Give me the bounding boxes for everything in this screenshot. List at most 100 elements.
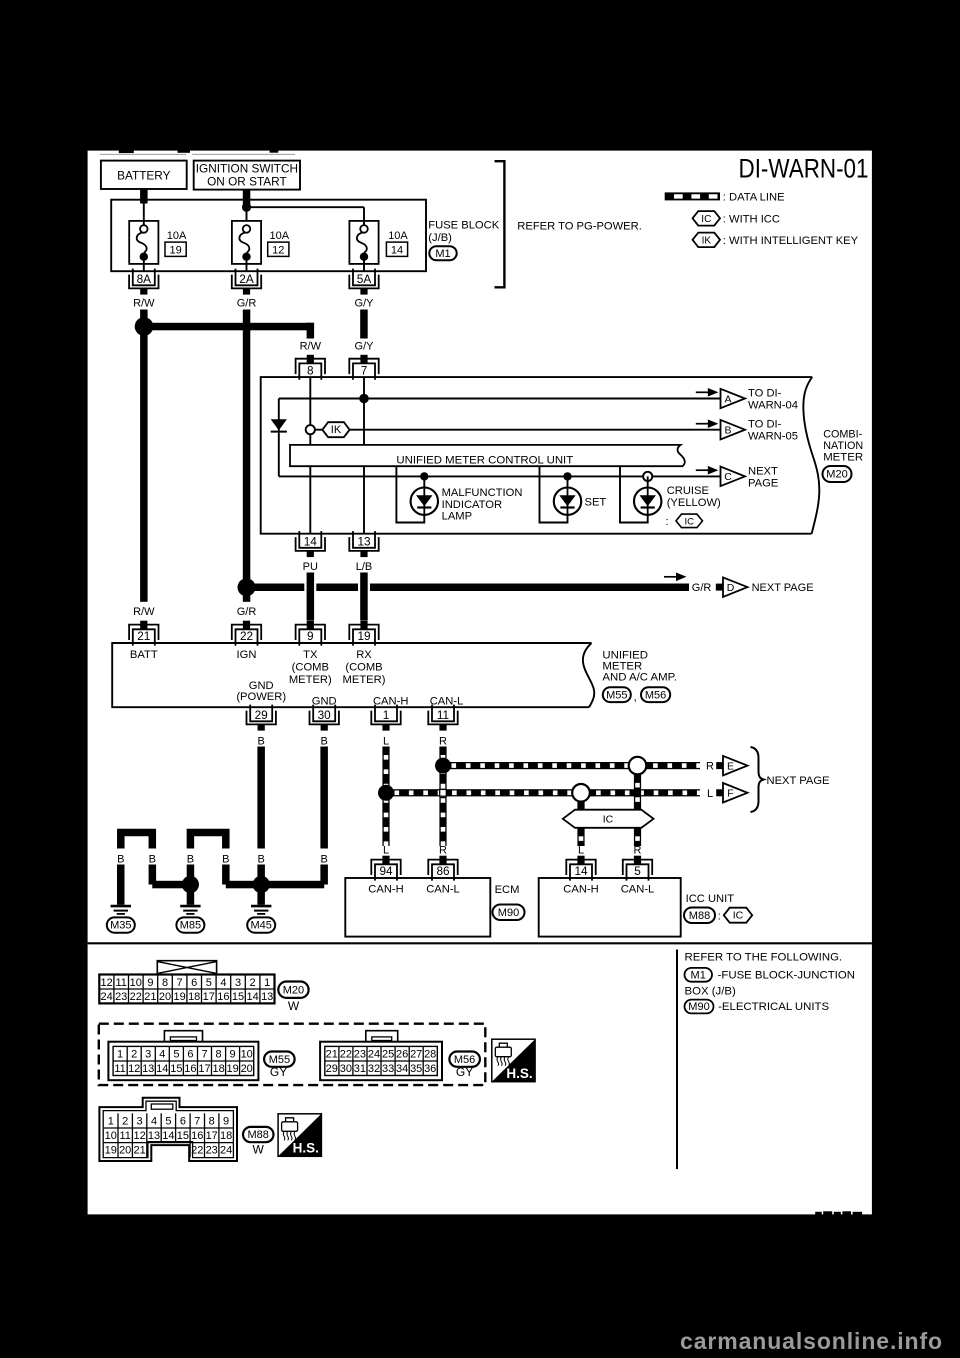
svg-text:COMBI-: COMBI-: [823, 429, 862, 441]
svg-text:14: 14: [162, 1130, 174, 1142]
svg-text::: :: [718, 911, 721, 923]
svg-text:21: 21: [137, 629, 150, 643]
svg-text:30: 30: [340, 1063, 352, 1075]
svg-text:6: 6: [187, 1048, 193, 1060]
svg-text:UNIFIED: UNIFIED: [602, 650, 648, 662]
svg-text:2: 2: [131, 1048, 137, 1060]
svg-text:M56: M56: [454, 1054, 475, 1066]
svg-text:IK: IK: [331, 424, 342, 436]
svg-text:M20: M20: [283, 984, 304, 996]
svg-text:DI-WARN-01: DI-WARN-01: [739, 154, 869, 184]
svg-text:7: 7: [201, 1048, 207, 1060]
svg-text:10A: 10A: [388, 230, 408, 242]
svg-text:TO DI-: TO DI-: [748, 419, 782, 431]
svg-text:29: 29: [255, 708, 268, 722]
svg-text:94: 94: [379, 864, 393, 878]
svg-text:7: 7: [194, 1115, 200, 1127]
svg-text:D: D: [727, 582, 735, 594]
svg-text:5: 5: [206, 977, 212, 989]
svg-text:METER: METER: [823, 452, 863, 464]
svg-text:(J/B): (J/B): [428, 232, 452, 244]
svg-text:M85: M85: [180, 920, 201, 932]
svg-text:UNIFIED METER CONTROL UNIT: UNIFIED METER CONTROL UNIT: [396, 454, 573, 466]
svg-text:20: 20: [159, 991, 171, 1003]
svg-text:BATT: BATT: [130, 649, 158, 661]
svg-text:NATION: NATION: [823, 440, 863, 452]
svg-text:NEXT PAGE: NEXT PAGE: [767, 775, 830, 787]
svg-text:7: 7: [361, 363, 368, 377]
svg-text:14: 14: [574, 864, 588, 878]
svg-text:ON OR START: ON OR START: [207, 175, 287, 189]
svg-text:,: ,: [634, 692, 637, 704]
svg-text:LAMP: LAMP: [442, 510, 472, 522]
svg-text:M90: M90: [688, 1001, 709, 1013]
svg-text:29: 29: [326, 1063, 338, 1075]
svg-text:19: 19: [169, 245, 181, 257]
svg-text:19: 19: [226, 1063, 238, 1075]
svg-text:9: 9: [223, 1115, 229, 1127]
svg-text:M35: M35: [110, 920, 131, 932]
svg-text:B: B: [258, 854, 265, 866]
svg-text:30: 30: [318, 708, 332, 722]
svg-text:14: 14: [246, 991, 258, 1003]
svg-text:32: 32: [368, 1063, 380, 1075]
svg-text:A: A: [724, 393, 731, 405]
svg-text:: DATA LINE: : DATA LINE: [723, 191, 785, 203]
svg-text:IC: IC: [603, 814, 614, 826]
svg-text:INDICATOR: INDICATOR: [442, 499, 503, 511]
svg-text:IC: IC: [684, 516, 694, 527]
svg-text:22: 22: [191, 1145, 203, 1157]
svg-text:2: 2: [122, 1115, 128, 1127]
svg-text:IGN: IGN: [237, 649, 257, 661]
svg-text:14: 14: [156, 1063, 168, 1075]
svg-text:CAN-L: CAN-L: [621, 883, 655, 895]
svg-text:19: 19: [173, 991, 185, 1003]
svg-text:PU: PU: [303, 561, 318, 573]
svg-text:IGNITION SWITCH: IGNITION SWITCH: [196, 162, 298, 176]
svg-text:11: 11: [119, 1130, 130, 1142]
svg-text:10: 10: [105, 1130, 117, 1142]
svg-text:IK: IK: [702, 235, 712, 246]
svg-text:23: 23: [115, 991, 127, 1003]
svg-text:21: 21: [133, 1145, 145, 1157]
svg-text:8A: 8A: [137, 272, 152, 286]
svg-text:M90: M90: [498, 907, 519, 919]
svg-text:(COMB: (COMB: [345, 661, 382, 673]
svg-text:16: 16: [191, 1130, 203, 1142]
svg-text:H.S.: H.S.: [506, 1066, 532, 1081]
svg-text:PAGE: PAGE: [748, 477, 778, 489]
svg-text:WARN-04: WARN-04: [748, 399, 798, 411]
svg-text:18: 18: [212, 1063, 224, 1075]
svg-text:1: 1: [108, 1115, 114, 1127]
svg-text:CAN-H: CAN-H: [368, 883, 403, 895]
svg-text:12: 12: [133, 1130, 145, 1142]
svg-text:L/B: L/B: [356, 561, 373, 573]
svg-text:3: 3: [137, 1115, 143, 1127]
svg-text:M45: M45: [250, 920, 271, 932]
svg-text:11: 11: [114, 1063, 125, 1075]
svg-text:11: 11: [437, 708, 449, 722]
svg-text:L: L: [578, 844, 584, 856]
svg-text:GND: GND: [249, 680, 274, 692]
svg-text:M20: M20: [826, 469, 847, 481]
svg-text:TX: TX: [303, 649, 318, 661]
svg-text:22: 22: [340, 1048, 352, 1060]
svg-text:14: 14: [304, 535, 318, 549]
svg-text:H.S.: H.S.: [293, 1141, 319, 1156]
svg-text:L: L: [707, 788, 713, 800]
svg-text:4: 4: [151, 1115, 157, 1127]
svg-text:FUSE BLOCK: FUSE BLOCK: [428, 220, 499, 232]
svg-text:NEXT: NEXT: [748, 465, 778, 477]
svg-text:TO DI-: TO DI-: [748, 387, 782, 399]
svg-text::: :: [666, 516, 669, 528]
svg-text:CAN-L: CAN-L: [430, 695, 464, 707]
svg-text:12: 12: [100, 977, 112, 989]
svg-text:B: B: [258, 735, 265, 747]
svg-text:13: 13: [142, 1063, 154, 1075]
svg-text:18: 18: [188, 991, 200, 1003]
svg-text:35: 35: [410, 1063, 422, 1075]
svg-text:(POWER): (POWER): [236, 691, 286, 703]
svg-text:M88: M88: [247, 1129, 268, 1141]
svg-text:6: 6: [180, 1115, 186, 1127]
svg-text:15: 15: [170, 1063, 182, 1075]
